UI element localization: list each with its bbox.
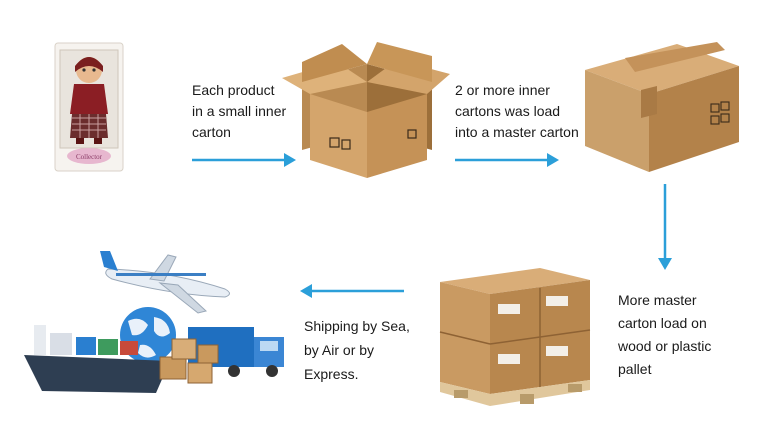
text-line: pallet bbox=[618, 361, 652, 377]
pallet-illustration bbox=[439, 268, 591, 406]
parcels-icon bbox=[159, 338, 219, 384]
text-line: Shipping by Sea, bbox=[304, 318, 410, 334]
text-line: Each product bbox=[192, 82, 275, 98]
step-inner-carton-text: Each product in a small inner carton bbox=[192, 80, 286, 143]
arrow-left bbox=[300, 284, 404, 298]
text-line: cartons was load bbox=[455, 103, 561, 119]
arrow-right-1 bbox=[192, 153, 296, 167]
logistics-illustration bbox=[24, 251, 284, 393]
step-pallet-text: More master carton load on wood or plast… bbox=[618, 289, 711, 381]
text-line: carton load on bbox=[618, 315, 707, 331]
arrow-right-2 bbox=[455, 153, 559, 167]
airplane-icon bbox=[100, 251, 230, 314]
step-master-carton-text: 2 or more inner cartons was load into a … bbox=[455, 80, 579, 143]
arrow-down bbox=[658, 184, 672, 270]
text-line: wood or plastic bbox=[618, 338, 712, 354]
text-line: More master bbox=[618, 292, 697, 308]
product-box-label: Collector bbox=[76, 153, 103, 161]
text-line: 2 or more inner bbox=[455, 82, 550, 98]
text-line: in a small inner bbox=[192, 103, 287, 119]
text-line: Express. bbox=[304, 366, 359, 382]
doll-product-illustration: Collector bbox=[54, 42, 124, 172]
master-carton-illustration bbox=[585, 42, 739, 172]
open-carton-illustration bbox=[282, 42, 450, 178]
ship-icon bbox=[24, 325, 170, 393]
text-line: into a master carton bbox=[455, 124, 579, 140]
step-shipping-text: Shipping by Sea, by Air or by Express. bbox=[304, 314, 410, 386]
text-line: by Air or by bbox=[304, 342, 375, 358]
text-line: carton bbox=[192, 124, 231, 140]
